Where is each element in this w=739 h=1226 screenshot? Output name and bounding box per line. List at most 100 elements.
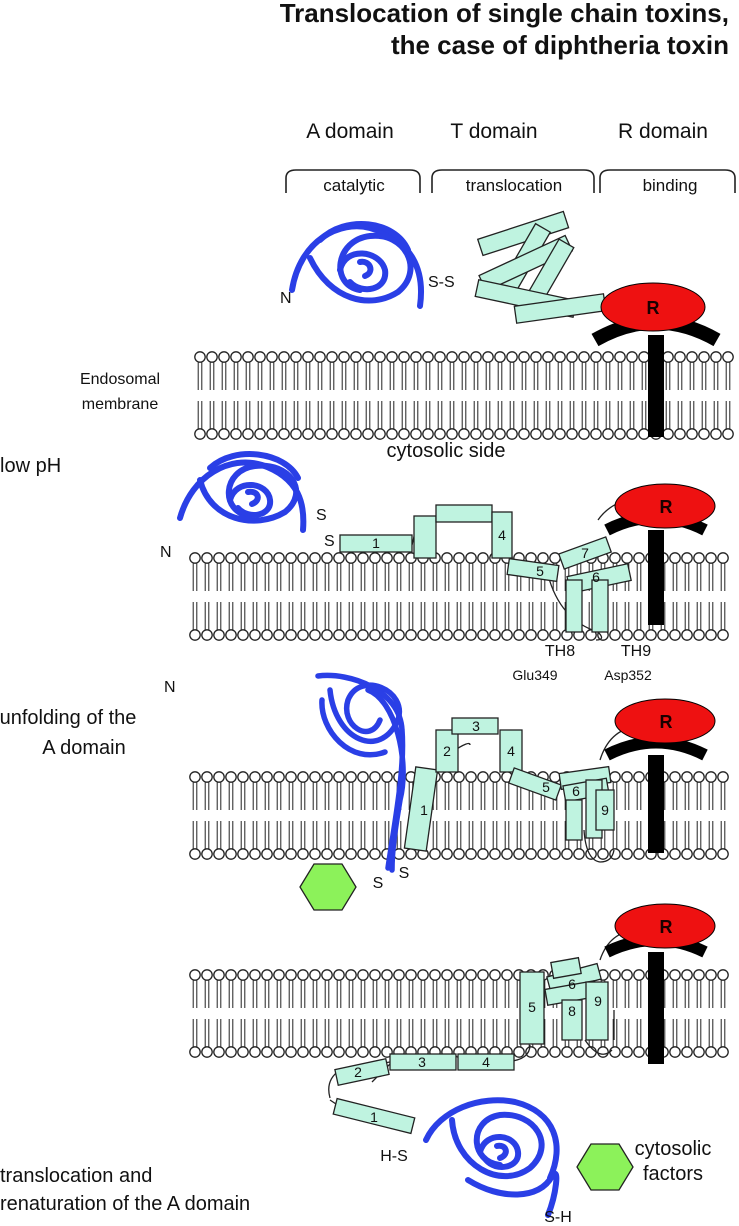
t-domain-helices-4	[328, 929, 641, 1135]
th9-label: TH9	[621, 643, 651, 660]
unfolding-label-2: A domain	[42, 737, 125, 759]
receptor-label-1: R	[647, 298, 660, 318]
lipid	[662, 351, 674, 440]
lipid	[345, 969, 357, 1058]
low-ph-label: low pH	[0, 455, 61, 477]
helix-2-1: 1	[372, 535, 380, 551]
translocation-label-1: translocation and	[0, 1165, 152, 1187]
helix-4-1: 1	[370, 1109, 378, 1125]
lipid	[357, 771, 369, 860]
lipid	[273, 552, 285, 641]
helix-3-9: 9	[601, 802, 609, 818]
lipid	[206, 351, 218, 440]
lipid	[266, 351, 278, 440]
lipid	[189, 969, 201, 1058]
lipid	[314, 351, 326, 440]
helix-3-4: 4	[507, 743, 515, 759]
lipid	[201, 969, 213, 1058]
lipid	[441, 552, 453, 641]
lipid	[254, 351, 266, 440]
lipid	[717, 969, 729, 1058]
lipid	[405, 969, 417, 1058]
lipid	[602, 351, 614, 440]
a-domain-unfolding-chain	[315, 672, 406, 873]
lipid	[213, 969, 225, 1058]
helix-4-4: 4	[482, 1054, 490, 1070]
r-domain-header: R domain	[618, 120, 708, 143]
helix-2-6: 6	[592, 569, 600, 585]
lipid	[297, 969, 309, 1058]
lipid	[194, 351, 206, 440]
membrane-label: membrane	[82, 396, 159, 413]
lipid	[686, 351, 698, 440]
lipid	[465, 969, 477, 1058]
lipid	[417, 552, 429, 641]
lipid	[501, 771, 513, 860]
lipid	[278, 351, 290, 440]
lipid	[614, 351, 626, 440]
lipid	[705, 771, 717, 860]
helix-3-1: 1	[420, 802, 428, 818]
lipid	[285, 771, 297, 860]
lipid	[237, 969, 249, 1058]
lipid	[621, 771, 633, 860]
helix-3-3: 3	[472, 718, 480, 734]
lipid	[237, 552, 249, 641]
sulfur-2a: S	[316, 507, 327, 524]
lipid	[345, 552, 357, 641]
lipid	[242, 351, 254, 440]
translocation-label: translocation	[466, 176, 562, 195]
lipid	[669, 771, 681, 860]
lipid	[465, 552, 477, 641]
lipid	[218, 351, 230, 440]
lipid	[477, 969, 489, 1058]
lipid	[369, 552, 381, 641]
cytosolic-factor-hexagon-1	[299, 863, 357, 911]
receptor-3: R	[604, 698, 716, 853]
lipid	[669, 552, 681, 641]
lipid	[477, 552, 489, 641]
endosomal-label: Endosomal	[80, 371, 160, 388]
lipid	[225, 771, 237, 860]
helix-3-2: 2	[443, 743, 451, 759]
receptor-label-3: R	[660, 712, 673, 732]
lipid	[321, 771, 333, 860]
lipid	[693, 552, 705, 641]
t-domain-helices-2	[339, 497, 641, 641]
a-domain-coil-2	[177, 451, 307, 533]
helix-4-6: 6	[568, 976, 576, 992]
lipid	[393, 969, 405, 1058]
lipid	[201, 771, 213, 860]
lipid	[681, 771, 693, 860]
lipid	[693, 771, 705, 860]
helix-2-7: 7	[581, 545, 589, 561]
lipid	[489, 552, 501, 641]
lipid	[357, 552, 369, 641]
lipid	[213, 771, 225, 860]
lipid	[297, 552, 309, 641]
lipid	[446, 351, 458, 440]
sh-label: S-H	[544, 1209, 572, 1226]
helix-4-5: 5	[528, 999, 536, 1015]
lipid	[345, 771, 357, 860]
lipid	[261, 552, 273, 641]
lipid	[710, 351, 722, 440]
hs-label: H-S	[380, 1148, 408, 1165]
lipid	[357, 969, 369, 1058]
lipid	[326, 351, 338, 440]
lipid	[590, 351, 602, 440]
lipid	[189, 552, 201, 641]
lipid	[453, 771, 465, 860]
lipid	[633, 552, 645, 641]
lipid	[249, 771, 261, 860]
t-domain-header: T domain	[450, 120, 537, 143]
membrane-3	[189, 771, 729, 860]
t-domain-helices-1	[474, 210, 607, 324]
lipid	[489, 771, 501, 860]
lipid	[285, 552, 297, 641]
disulfide-1: S-S	[428, 274, 455, 291]
binding-label: binding	[643, 176, 698, 195]
lipid	[225, 969, 237, 1058]
a-domain-header: A domain	[306, 120, 394, 143]
